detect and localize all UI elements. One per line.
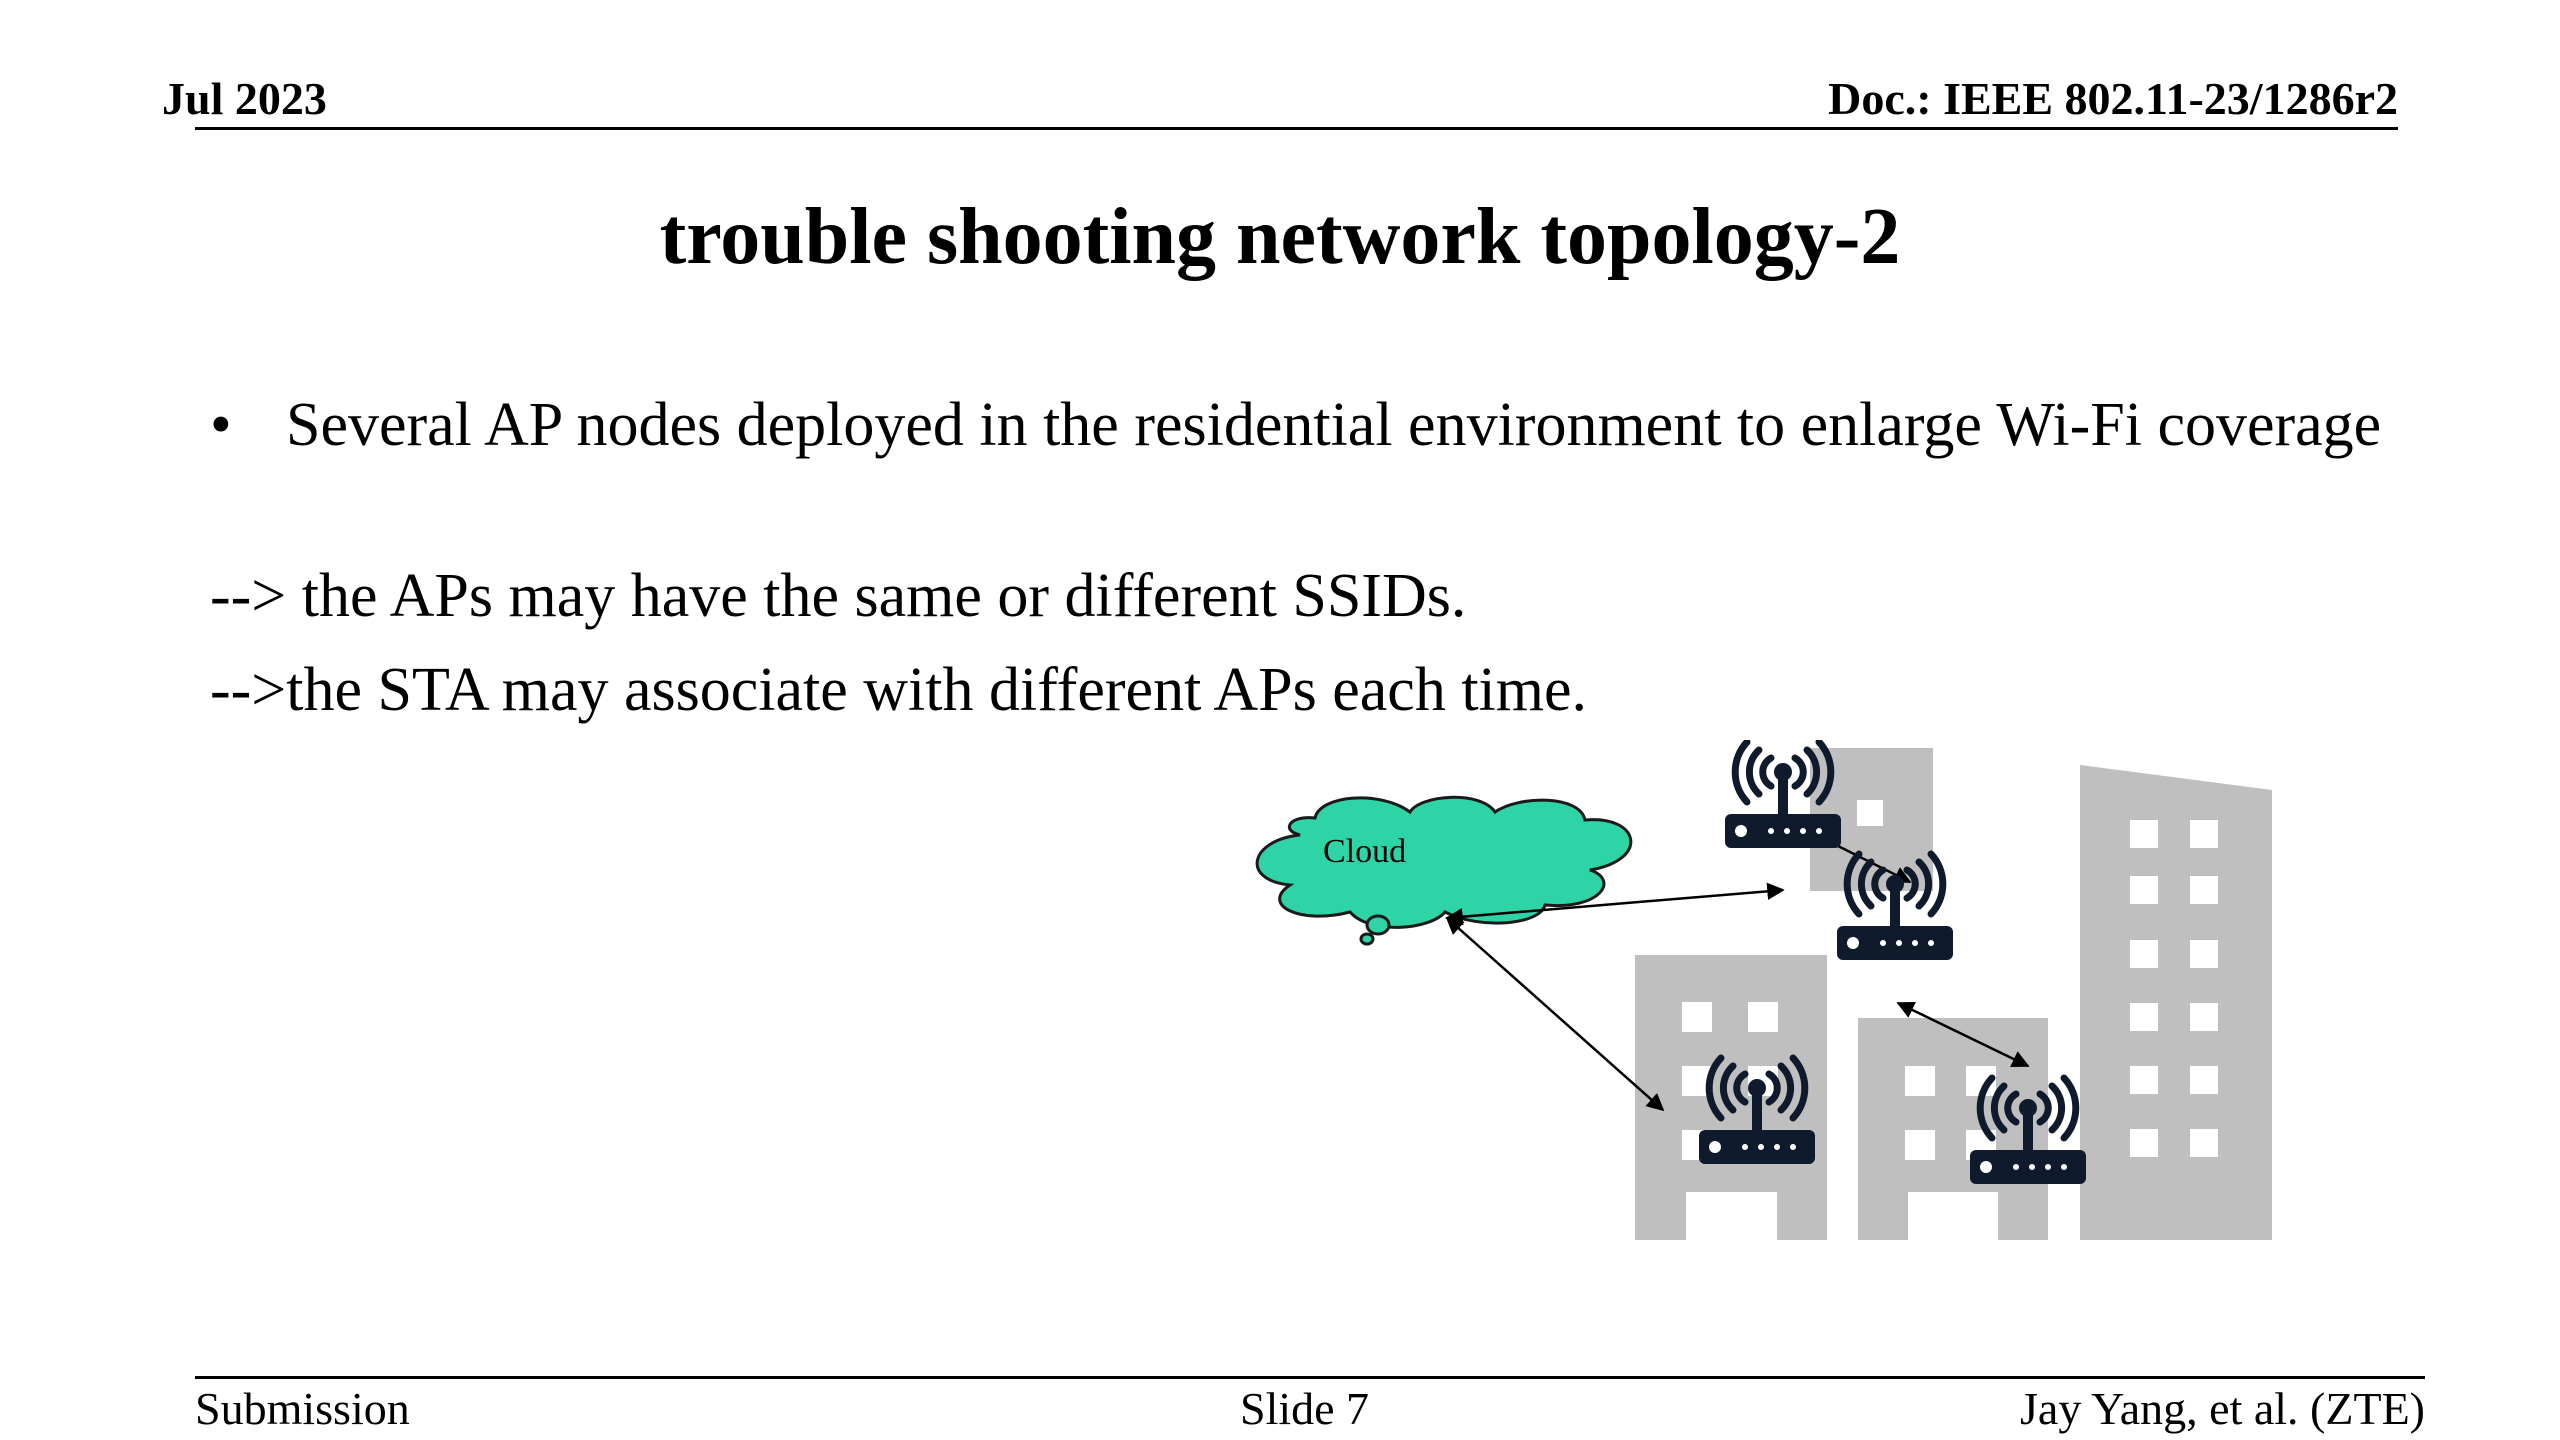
bullet-marker: • bbox=[210, 391, 232, 459]
footer-submission: Submission bbox=[195, 1383, 410, 1434]
cloud-icon: Cloud bbox=[1255, 795, 1633, 946]
footer-authors: Jay Yang, et al. (ZTE) bbox=[2020, 1383, 2425, 1434]
footer-slide-number: Slide 7 bbox=[1240, 1383, 1370, 1434]
header-date: Jul 2023 bbox=[162, 73, 327, 124]
body-line-ssid: --> the APs may have the same or differe… bbox=[210, 562, 1467, 630]
building-icon bbox=[1635, 955, 1827, 1240]
bullet-text: Several AP nodes deployed in the residen… bbox=[286, 391, 2382, 459]
slide-title: trouble shooting network topology-2 bbox=[659, 193, 1901, 281]
header-divider bbox=[195, 127, 2398, 130]
building-icon bbox=[1858, 1018, 2048, 1240]
footer-divider bbox=[195, 1376, 2425, 1379]
cloud-label: Cloud bbox=[1323, 833, 1406, 870]
network-topology-diagram: Cloud bbox=[1255, 740, 2272, 1240]
building-icon bbox=[2080, 765, 2272, 1240]
body-line-sta: -->the STA may associate with different … bbox=[210, 656, 1588, 724]
header-doc-id: Doc.: IEEE 802.11-23/1286r2 bbox=[1828, 73, 2398, 124]
